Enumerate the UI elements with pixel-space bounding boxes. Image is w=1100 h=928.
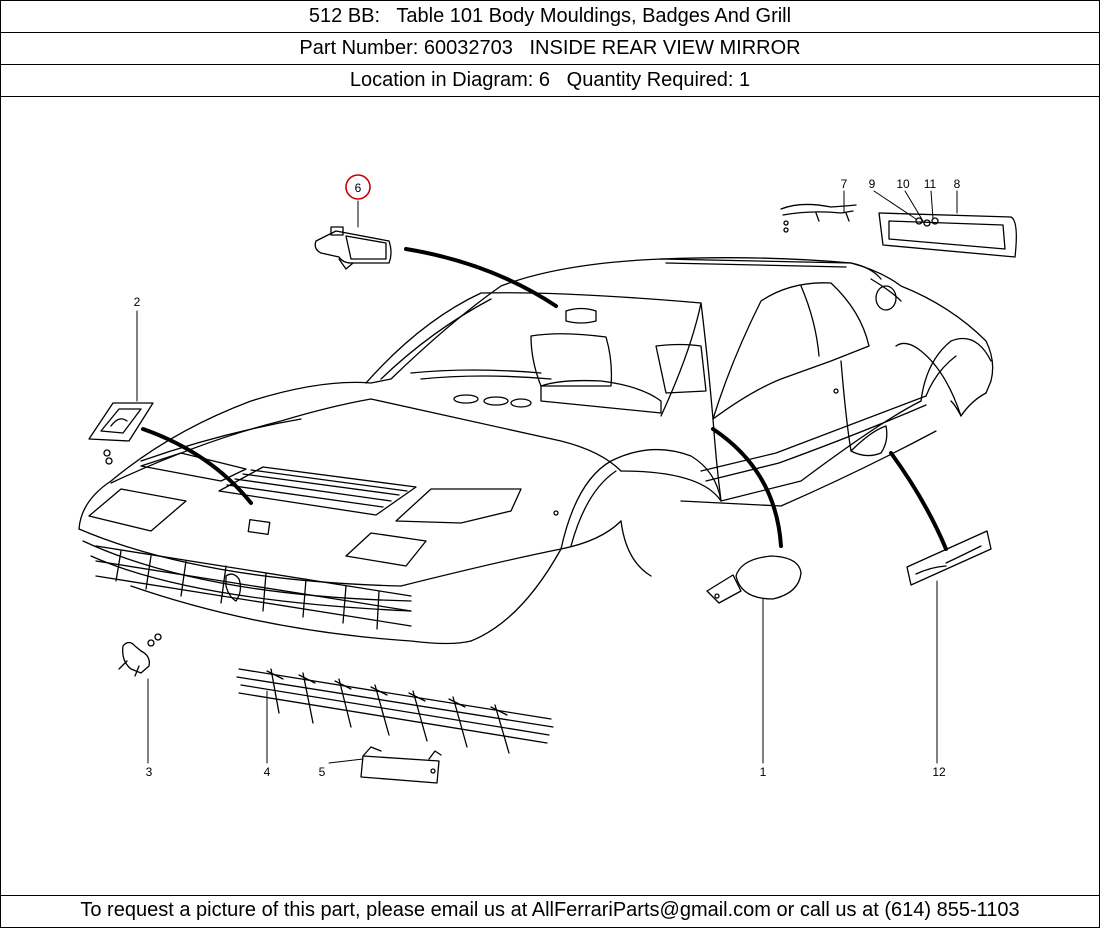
parts-diagram: 6 2 3 4 5 1 12 7 9 10 11 8 bbox=[1, 97, 1099, 896]
part-12-script-badge bbox=[906, 530, 992, 586]
location-line: Location in Diagram: 6 Quantity Required… bbox=[1, 65, 1099, 97]
callout-3: 3 bbox=[146, 765, 153, 779]
callout-2: 2 bbox=[134, 295, 141, 309]
leader-lines bbox=[136, 190, 958, 764]
callout-labels: 6 2 3 4 5 1 12 7 9 10 11 8 bbox=[134, 177, 961, 779]
inside-rear-view-mirror bbox=[314, 226, 392, 270]
callout-7: 7 bbox=[841, 177, 848, 191]
car-body-outline bbox=[78, 257, 994, 645]
part-number-line: Part Number: 60032703 INSIDE REAR VIEW M… bbox=[1, 33, 1099, 65]
pointer-arcs bbox=[141, 247, 948, 551]
part-5-bracket bbox=[360, 746, 442, 784]
part-1-exterior-mirror bbox=[706, 555, 802, 604]
page-title: 512 BB: Table 101 Body Mouldings, Badges… bbox=[1, 1, 1099, 33]
callout-12: 12 bbox=[932, 765, 946, 779]
part-8-badge-frame bbox=[878, 212, 1017, 258]
part-3-horse-emblem bbox=[118, 633, 162, 677]
callout-4: 4 bbox=[264, 765, 271, 779]
callout-11: 11 bbox=[924, 177, 937, 191]
callout-6: 6 bbox=[355, 181, 362, 195]
callout-8: 8 bbox=[954, 177, 961, 191]
callout-5: 5 bbox=[319, 765, 326, 779]
part-7-ferrari-script bbox=[780, 203, 857, 233]
part-2-badge-plate bbox=[88, 402, 154, 465]
exploded-view-drawing: 6 2 3 4 5 1 12 7 9 10 11 8 bbox=[78, 174, 1017, 784]
contact-footer: To request a picture of this part, pleas… bbox=[80, 899, 1020, 921]
highlight-ring bbox=[345, 174, 371, 200]
part-4-grill bbox=[236, 668, 554, 754]
callout-9: 9 bbox=[869, 177, 876, 191]
callout-10: 10 bbox=[896, 177, 910, 191]
callout-1: 1 bbox=[760, 765, 767, 779]
